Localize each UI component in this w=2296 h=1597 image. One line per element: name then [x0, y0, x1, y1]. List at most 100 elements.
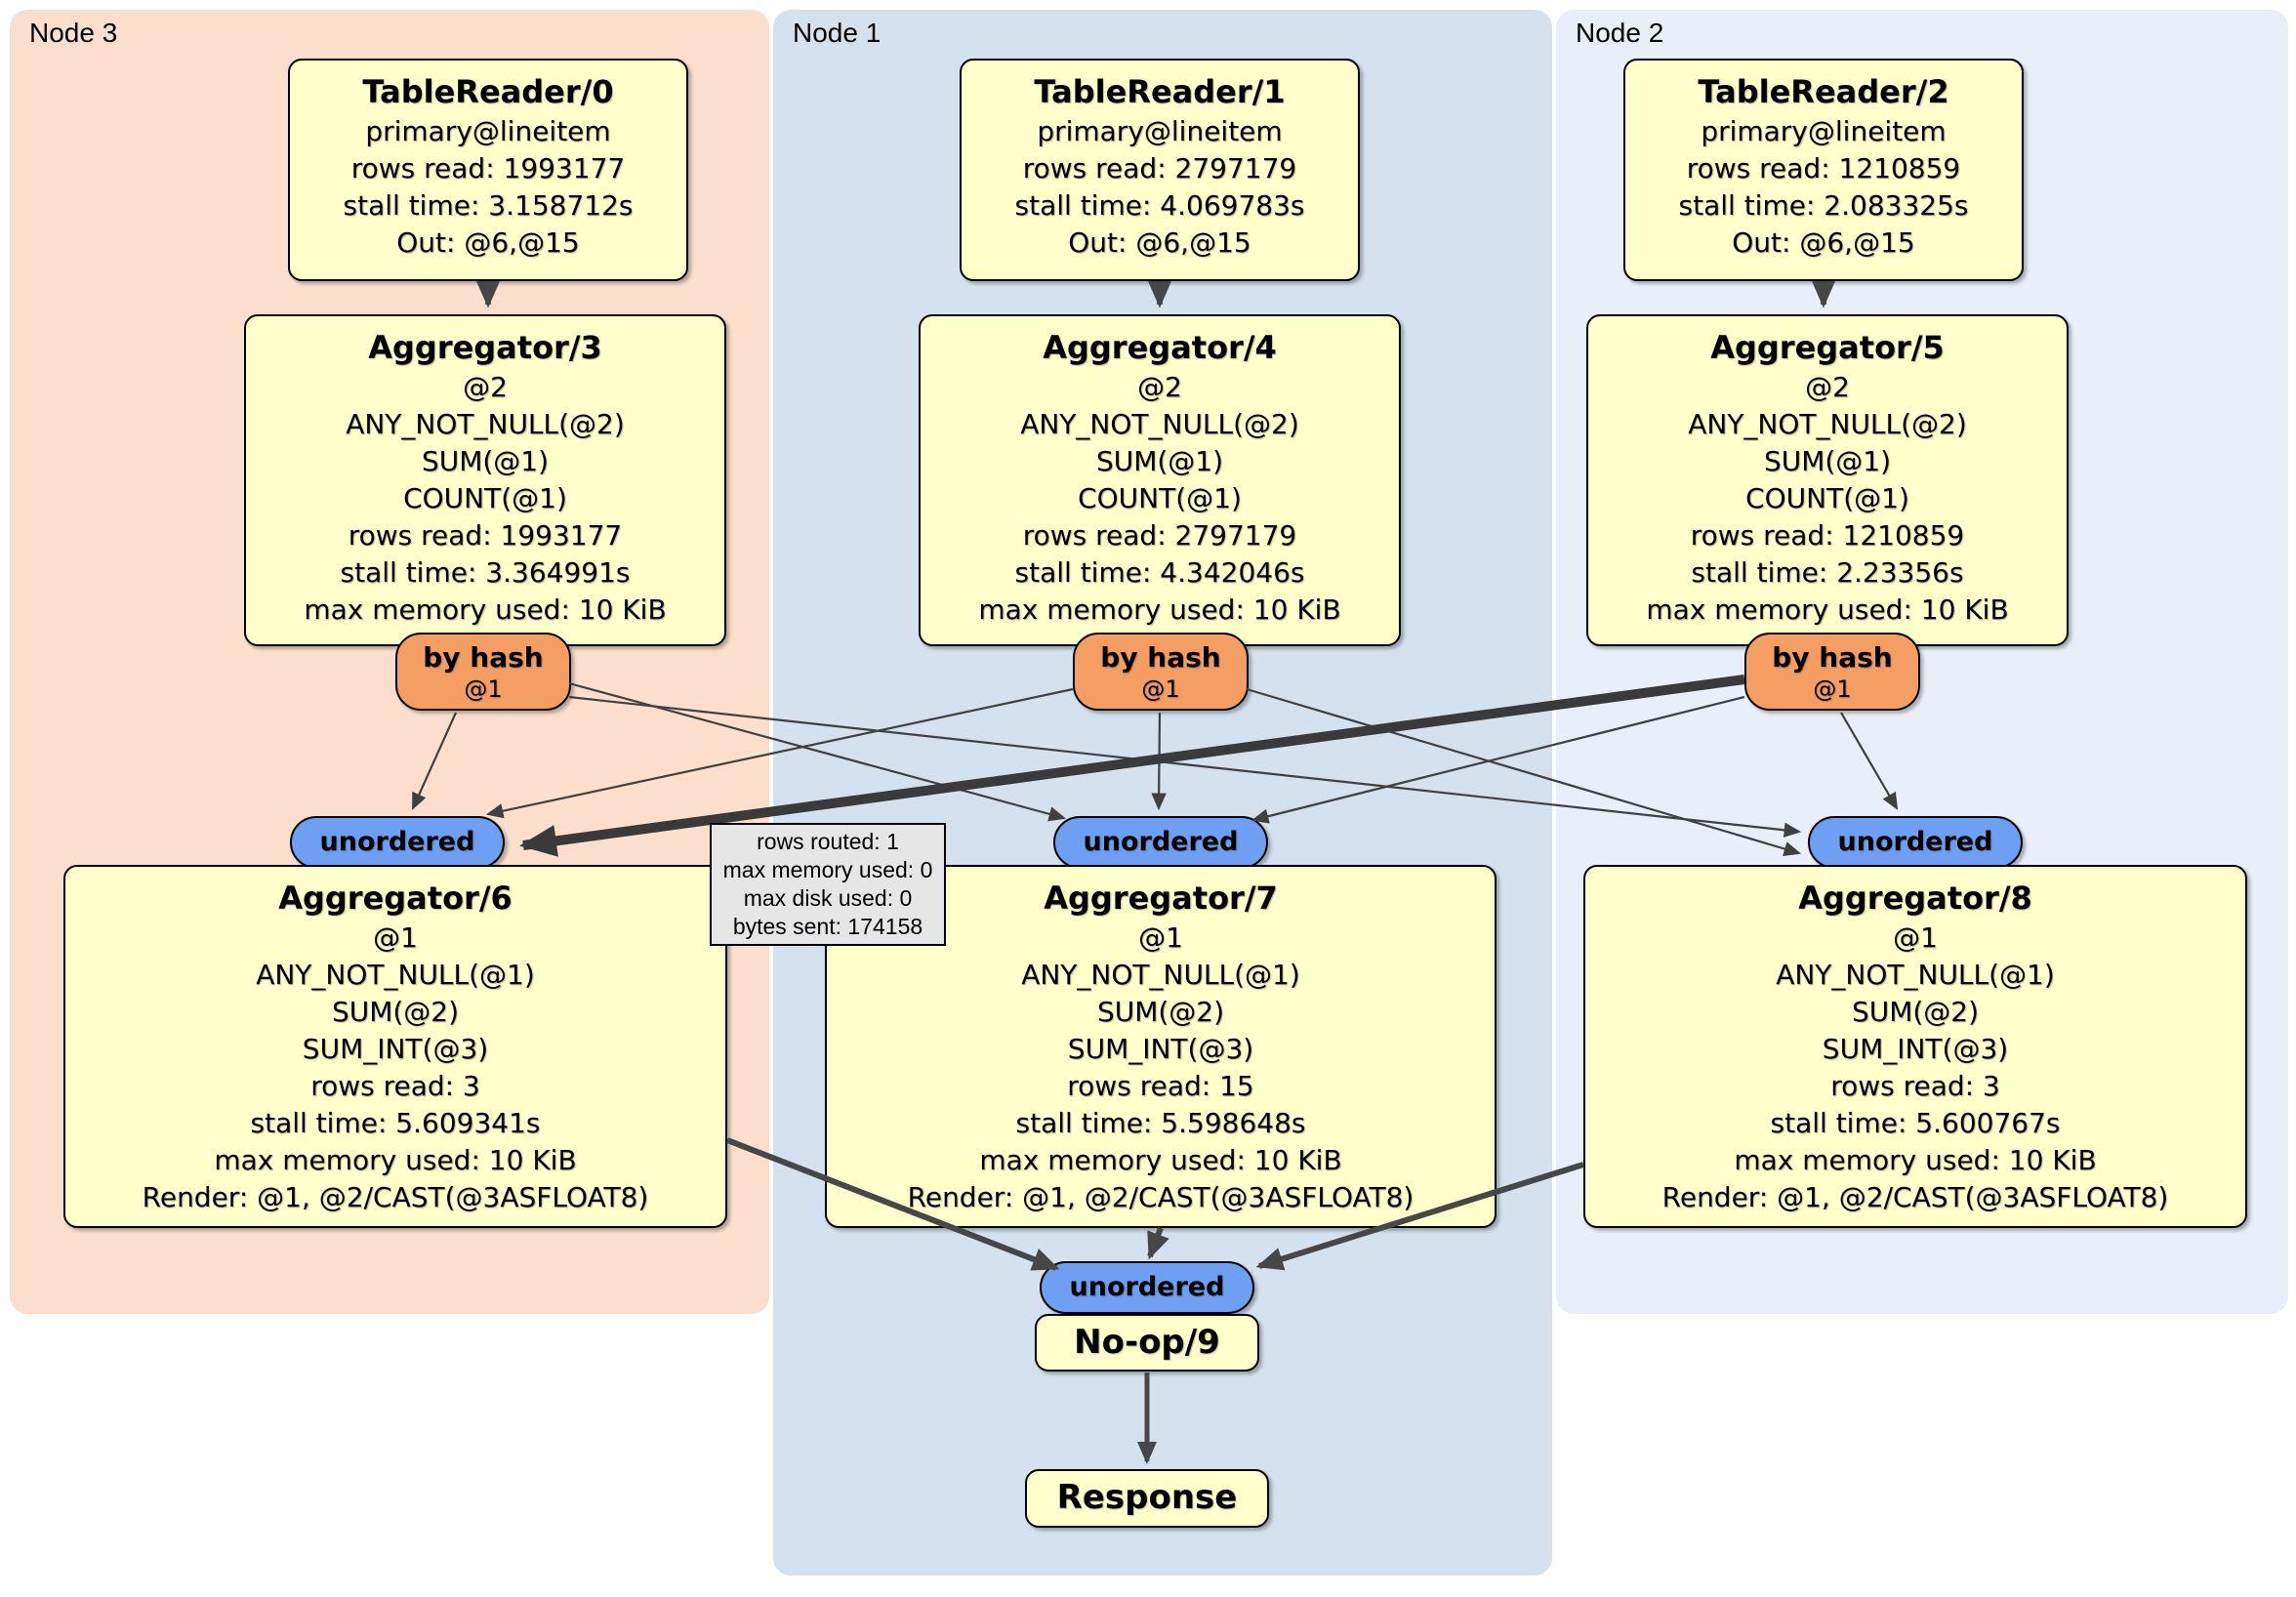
stat-line: max memory used: 10 KiB	[214, 1144, 577, 1176]
stat-line: rows read: 3	[1830, 1070, 2000, 1102]
stat-line: rows read: 3	[310, 1070, 480, 1102]
stat-line: Render: @1, @2/CAST(@3ASFLOAT8)	[142, 1181, 649, 1213]
unordered-stream-node1[interactable]: unordered	[1053, 816, 1268, 869]
node3-label: Node 3	[29, 18, 118, 48]
stat-line: Out: @6,@15	[396, 226, 580, 259]
stat-line: SUM_INT(@3)	[302, 1033, 489, 1065]
stat-line: rows read: 1993177	[348, 519, 623, 552]
stat-line: Out: @6,@15	[1068, 226, 1251, 259]
stat-line: stall time: 3.158712s	[343, 189, 634, 222]
router-key: @1	[1813, 676, 1852, 703]
stat-line: stall time: 5.609341s	[250, 1107, 541, 1139]
stat-line: SUM(@2)	[331, 996, 460, 1028]
stat-line: ANY_NOT_NULL(@2)	[346, 408, 625, 440]
processor-title: Aggregator/4	[1043, 329, 1277, 366]
stat-line: max disk used: 0	[743, 885, 913, 911]
stat-line: rows read: 2797179	[1022, 519, 1297, 552]
tablereader-0-box[interactable]: TableReader/0 primary@lineitem rows read:…	[288, 59, 688, 281]
node1-label: Node 1	[793, 18, 882, 48]
stat-line: stall time: 4.342046s	[1014, 556, 1305, 589]
stat-line: SUM_INT(@3)	[1822, 1033, 2009, 1065]
processor-stats: primary@lineitem rows read: 1210859 stall …	[1625, 113, 2022, 262]
unordered-stream-node3[interactable]: unordered	[290, 816, 505, 869]
processor-title: TableReader/1	[1034, 73, 1286, 110]
stat-line: max memory used: 10 KiB	[1734, 1144, 2097, 1176]
stat-line: max memory used: 10 KiB	[1646, 594, 2009, 626]
processor-title: Aggregator/5	[1710, 329, 1945, 366]
router-label: by hash	[1100, 641, 1221, 674]
stat-line: COUNT(@1)	[1745, 482, 1909, 514]
processor-title: Aggregator/3	[368, 329, 602, 366]
stat-line: SUM_INT(@3)	[1067, 1033, 1254, 1065]
stat-line: SUM(@1)	[1763, 445, 1892, 477]
noop-9-box[interactable]: No-op/9	[1035, 1314, 1259, 1372]
stat-line: Render: @1, @2/CAST(@3ASFLOAT8)	[1661, 1181, 2169, 1213]
stat-line: @2	[1137, 371, 1182, 403]
stat-line: primary@lineitem	[1701, 115, 1947, 147]
stat-line: Out: @6,@15	[1732, 226, 1915, 259]
processor-title: Aggregator/8	[1798, 880, 2032, 917]
stat-line: @1	[373, 921, 418, 954]
unordered-stream-node2[interactable]: unordered	[1808, 816, 2023, 869]
stat-line: @1	[1893, 921, 1938, 954]
stat-line: primary@lineitem	[1037, 115, 1283, 147]
stat-line: SUM(@1)	[1095, 445, 1224, 477]
stat-line: @1	[1138, 921, 1183, 954]
stat-line: bytes sent: 174158	[732, 914, 923, 939]
byhash-router-node1[interactable]: by hash @1	[1073, 633, 1249, 711]
stat-line: SUM(@2)	[1096, 996, 1225, 1028]
processor-stats: primary@lineitem rows read: 1993177 stall …	[290, 113, 686, 262]
processor-title: Aggregator/6	[278, 880, 512, 917]
stat-line: max memory used: 10 KiB	[978, 594, 1341, 626]
byhash-router-node2[interactable]: by hash @1	[1744, 633, 1920, 711]
node2-label: Node 2	[1576, 18, 1664, 48]
stat-line: ANY_NOT_NULL(@1)	[256, 959, 535, 991]
stat-line: max memory used: 10 KiB	[979, 1144, 1342, 1176]
processor-title: TableReader/0	[362, 73, 614, 110]
stat-line: SUM(@2)	[1851, 996, 1980, 1028]
unordered-stream-sink[interactable]: unordered	[1040, 1261, 1254, 1314]
byhash-router-node3[interactable]: by hash @1	[395, 633, 571, 711]
tablereader-2-box[interactable]: TableReader/2 primary@lineitem rows read:…	[1623, 59, 2024, 281]
stat-line: ANY_NOT_NULL(@1)	[1021, 959, 1300, 991]
response-box[interactable]: Response	[1025, 1469, 1269, 1528]
stat-line: stall time: 5.598648s	[1015, 1107, 1306, 1139]
stat-line: stall time: 3.364991s	[340, 556, 631, 589]
router-key: @1	[1141, 676, 1180, 703]
stat-line: rows read: 15	[1067, 1070, 1254, 1102]
stat-line: COUNT(@1)	[403, 482, 567, 514]
router-label: by hash	[423, 641, 544, 674]
stat-line: primary@lineitem	[365, 115, 611, 147]
stat-line: ANY_NOT_NULL(@1)	[1776, 959, 2055, 991]
stat-line: rows read: 1210859	[1686, 152, 1961, 184]
stat-line: ANY_NOT_NULL(@2)	[1688, 408, 1967, 440]
stat-line: COUNT(@1)	[1078, 482, 1242, 514]
stat-line: @2	[1805, 371, 1850, 403]
stat-line: max memory used: 10 KiB	[304, 594, 667, 626]
stat-line: Render: @1, @2/CAST(@3ASFLOAT8)	[907, 1181, 1414, 1213]
stat-line: stall time: 4.069783s	[1014, 189, 1305, 222]
processor-title: TableReader/2	[1698, 73, 1949, 110]
stat-line: rows read: 1993177	[350, 152, 626, 184]
stat-line: stall time: 5.600767s	[1770, 1107, 2061, 1139]
stat-line: stall time: 2.23356s	[1691, 556, 1964, 589]
stat-line: @2	[463, 371, 508, 403]
stat-line: max memory used: 0	[722, 857, 933, 882]
processor-title: Aggregator/7	[1044, 880, 1278, 917]
stat-line: stall time: 2.083325s	[1678, 189, 1969, 222]
